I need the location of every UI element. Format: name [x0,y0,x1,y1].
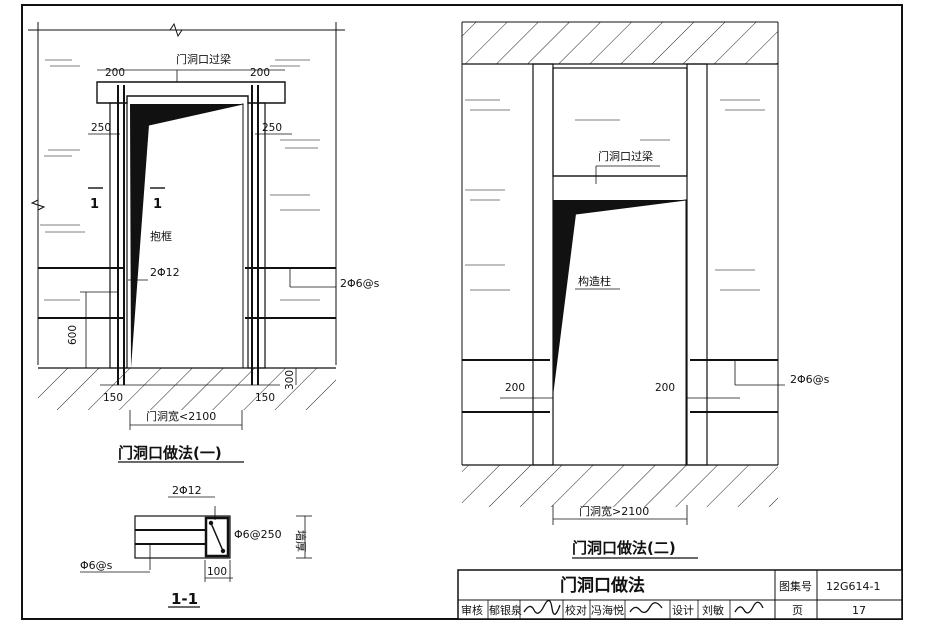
reviewer-name: 郁银泉 [489,603,522,617]
section-rebar-label: 2Φ12 [172,484,202,497]
section-mark-2: 1 [153,197,162,212]
designer-name: 刘敏 [702,603,724,617]
section-detail: 2Φ12 Φ6@250 墙厚 Φ6@s 100 1-1 [80,484,312,608]
dim-600: 600 [67,325,79,345]
dim-150-left: 150 [103,392,123,404]
designer-signature [734,601,764,614]
tie-label-left: 2Φ6@s [340,277,380,290]
section-tie-label: Φ6@s [80,559,113,572]
dim-side-left: 250 [91,122,111,134]
dim-side-right: 250 [262,122,282,134]
dim-150-right: 150 [255,392,275,404]
stirrup [204,516,230,558]
checker-name: 冯海悦 [591,603,624,617]
atlas-label: 图集号 [779,579,812,593]
caption-section: 1-1 [171,590,198,608]
section-stirrup-label: Φ6@250 [234,528,282,541]
section-dim-100: 100 [207,566,227,578]
drawing-title: 门洞口做法 [560,575,645,596]
construction-column-right [686,63,708,466]
column-label: 构造柱 [578,274,611,288]
beam-label-right: 门洞口过梁 [598,149,653,163]
lintel-beam [96,81,286,104]
door-leaf-left [130,104,243,368]
frame-column-right [247,102,266,369]
left-detail: 门洞口过梁 200 200 250 250 1 1 抱框 2Φ12 2Φ6@s … [28,22,380,463]
check-label: 校对 [565,603,587,617]
dim-top-left: 200 [105,67,125,79]
dim-top-right: 200 [250,67,270,79]
section-mark-1: 1 [90,197,99,212]
atlas-value: 12G614-1 [826,580,880,593]
title-block: 门洞口做法 图集号 12G614-1 审核 郁银泉 校对 冯海悦 设计 刘敏 页… [457,569,903,620]
section-thickness-label: 墙厚 [294,530,308,552]
dim-left-right-detail: 200 [505,382,525,394]
rebar-label-left: 2Φ12 [150,266,180,279]
width-label-left: 门洞宽<2100 [146,409,216,423]
frame-label: 抱框 [150,229,172,243]
checker-signature [629,602,663,614]
construction-column-left [532,63,554,466]
reviewer-signature [523,599,561,615]
door-leaf-right [553,200,686,396]
dim-300: 300 [284,370,296,390]
review-label: 审核 [461,603,483,617]
page-value: 17 [852,604,866,617]
caption-left: 门洞口做法(一) [118,444,222,462]
beam-label-left: 门洞口过梁 [176,52,231,66]
dim-right-right-detail: 200 [655,382,675,394]
width-label-right: 门洞宽>2100 [579,504,649,518]
tie-label-right: 2Φ6@s [790,373,830,386]
caption-right: 门洞口做法(二) [572,539,676,557]
page-label: 页 [792,604,803,617]
right-detail: 门洞口过梁 构造柱 200 200 2Φ6@s 门洞宽>2100 门洞口做法(二… [461,21,830,559]
design-label: 设计 [672,604,694,617]
